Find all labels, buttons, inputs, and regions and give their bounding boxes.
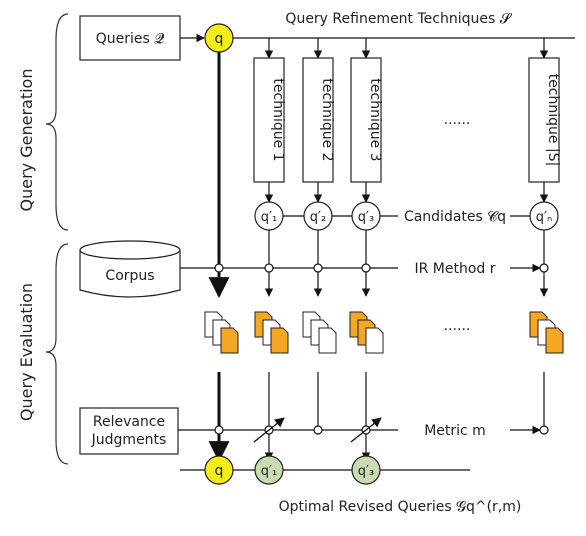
section-evaluation-label: Query Evaluation bbox=[17, 283, 36, 421]
technique-1: technique 1 bbox=[253, 38, 286, 203]
svg-text:technique 2: technique 2 bbox=[319, 78, 335, 161]
svg-text:q′₁: q′₁ bbox=[261, 210, 277, 225]
relevance-label-1: Relevance bbox=[93, 414, 165, 430]
docs-ellipsis: ...... bbox=[444, 318, 471, 334]
technique-3: technique 3 bbox=[350, 38, 383, 203]
svg-text:q′ₙ: q′ₙ bbox=[536, 210, 552, 225]
doc-stack-2 bbox=[302, 311, 337, 354]
relevance-box bbox=[79, 407, 179, 455]
svg-text:q′₂: q′₂ bbox=[310, 210, 326, 225]
svg-text:technique |S|: technique |S| bbox=[545, 74, 561, 167]
query-node-label: q bbox=[215, 31, 224, 47]
candidates-label: Candidates 𝓒q bbox=[404, 209, 506, 225]
techniques-title: Query Refinement Techniques 𝓢 bbox=[285, 11, 512, 27]
svg-text:q′₃: q′₃ bbox=[358, 464, 374, 479]
doc-stack-n bbox=[529, 311, 564, 354]
evaluation-brace bbox=[45, 243, 69, 465]
relevance-label-2: Judgments bbox=[91, 432, 167, 448]
optimal-q bbox=[204, 455, 234, 485]
doc-stack-q bbox=[204, 311, 239, 354]
svg-text:technique 3: technique 3 bbox=[367, 78, 383, 161]
svg-text:q: q bbox=[215, 463, 224, 479]
optimal-q3 bbox=[351, 455, 381, 485]
corpus-label: Corpus bbox=[105, 268, 154, 284]
generation-brace bbox=[45, 13, 69, 231]
svg-text:q′₃: q′₃ bbox=[358, 210, 374, 225]
optimal-q1 bbox=[254, 455, 284, 485]
metric-label: Metric m bbox=[424, 423, 486, 439]
techniques-ellipsis: ...... bbox=[444, 112, 471, 128]
section-generation-label: Query Generation bbox=[17, 69, 36, 212]
queries-box bbox=[79, 15, 181, 61]
ir-method-label: IR Method r bbox=[414, 261, 495, 277]
svg-text:q′₁: q′₁ bbox=[261, 464, 277, 479]
technique-2: technique 2 bbox=[302, 38, 335, 203]
queries-label: Queries 𝓠 bbox=[96, 31, 165, 47]
svg-text:technique 1: technique 1 bbox=[270, 78, 286, 161]
corpus-cylinder: Corpus bbox=[79, 240, 181, 298]
doc-stack-3 bbox=[349, 311, 384, 354]
doc-stack-1 bbox=[254, 311, 289, 354]
optimal-label: Optimal Revised Queries 𝓖q^(r,m) bbox=[279, 499, 522, 515]
technique-s: technique |S| bbox=[528, 38, 561, 203]
